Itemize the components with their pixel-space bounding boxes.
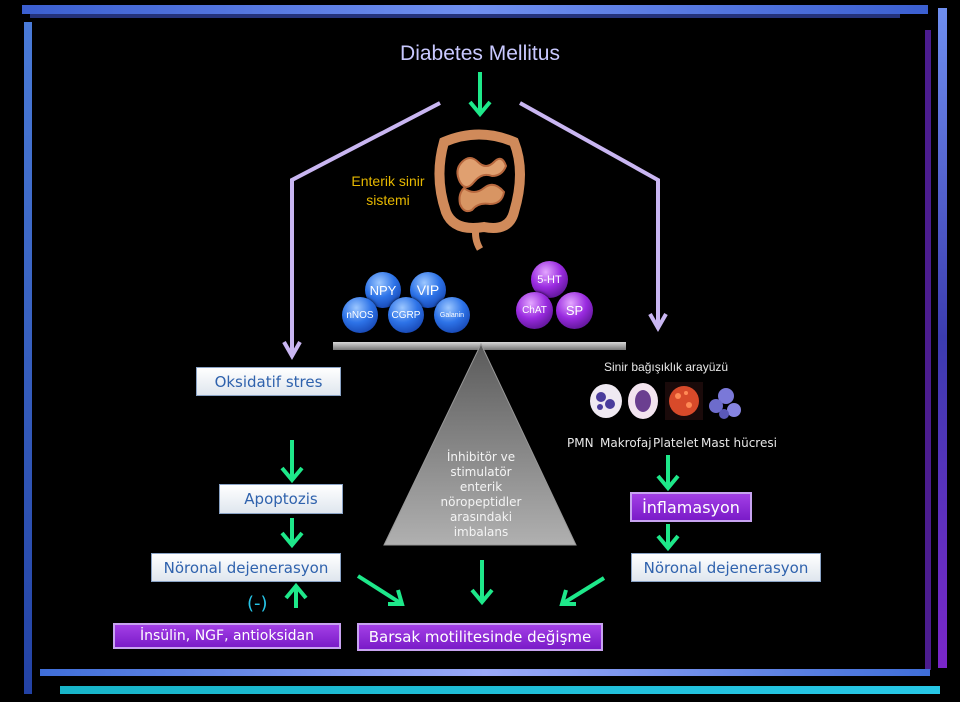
green-arrow-up (284, 582, 308, 608)
bubble-galanin-label: Galanin (439, 311, 465, 319)
bubble-chat: ChAT (516, 292, 553, 329)
connector-left (290, 101, 441, 356)
triangle-text: İnhibitör ve stimulatör enterik nöropept… (425, 450, 537, 540)
connector-left-head (282, 341, 302, 361)
green-arrow-inflam-degen (656, 524, 680, 552)
bubble-5ht-label: 5-HT (537, 273, 562, 286)
minus-label: (-) (247, 593, 268, 614)
triangle-text-line1: İnhibitör ve (446, 450, 516, 464)
bubble-cgrp-label: CGRP (391, 309, 421, 321)
cell-label-mast: Mast hücresi (701, 436, 777, 450)
triangle-text-line4: nöropeptidler (440, 495, 522, 509)
oxidative-stress-box: Oksidatif stres (196, 367, 341, 396)
frame-left-bar (24, 22, 32, 694)
frame-right-bar (938, 8, 947, 668)
bubble-sp-label: SP (565, 303, 584, 318)
green-arrow-diag-right (559, 576, 606, 606)
bubble-5ht: 5-HT (531, 261, 568, 298)
frame-bottom-bar (40, 669, 930, 676)
frame-bottom-bar-2 (60, 686, 940, 694)
frame-top-bar (22, 5, 928, 14)
apoptosis-box: Apoptozis (219, 484, 343, 514)
interface-label: Sinir bağışıklık arayüzü (604, 360, 729, 374)
green-arrow-ox-apop (280, 440, 304, 484)
page-title: Diabetes Mellitus (400, 42, 560, 65)
neuro-degen-left-box: Nöronal dejenerasyon (151, 553, 341, 582)
frame-top-bar-inner (30, 14, 900, 18)
enteric-label-line2: sistemi (366, 192, 410, 208)
green-arrow-center-down (470, 560, 494, 606)
neuro-degen-right-label: Nöronal dejenerasyon (643, 558, 809, 577)
bubble-nnos-label: nNOS (346, 309, 374, 321)
bubble-npy-label: NPY (369, 282, 397, 298)
intestine-illustration (414, 122, 544, 252)
neuro-degen-right-box: Nöronal dejenerasyon (631, 553, 821, 582)
balance-triangle (383, 342, 577, 546)
immune-cells-icon (590, 382, 741, 420)
green-arrow-top (468, 72, 492, 118)
triangle-text-line3: enterik (459, 480, 503, 494)
bubble-chat-label: ChAT (522, 305, 547, 316)
triangle-text-line6: imbalans (453, 525, 509, 539)
motility-box: Barsak motilitesinde değişme (357, 623, 603, 651)
oxidative-stress-label: Oksidatif stres (214, 372, 323, 391)
neuro-degen-left-label: Nöronal dejenerasyon (163, 558, 329, 577)
cell-label-pmn: PMN (567, 436, 594, 450)
intestine-icon (434, 129, 525, 251)
bubble-sp: SP (556, 292, 593, 329)
apoptosis-label: Apoptozis (244, 490, 318, 508)
green-arrow-apop-degen (280, 518, 304, 549)
immune-cells-image (588, 380, 748, 422)
bubble-galanin: Galanin (434, 297, 470, 333)
insulin-label: İnsülin, NGF, antioksidan (139, 628, 315, 644)
bubble-cgrp: CGRP (388, 297, 424, 333)
inflammation-label: İnflamasyon (642, 497, 740, 517)
enteric-label-line1: Enterik sinir (351, 173, 425, 189)
motility-label: Barsak motilitesinde değişme (368, 628, 592, 646)
inflammation-box: İnflamasyon (630, 492, 752, 522)
connector-right (519, 101, 660, 328)
bubble-nnos: nNOS (342, 297, 378, 333)
green-arrow-cells-inflam (656, 455, 680, 492)
triangle-text-line5: arasındaki (449, 510, 513, 524)
connector-right-head (648, 313, 668, 333)
cell-label-platelet: Platelet (653, 436, 699, 450)
frame-right-bar-inner (925, 30, 931, 670)
insulin-box: İnsülin, NGF, antioksidan (113, 623, 341, 649)
triangle-text-line2: stimulatör (450, 465, 512, 479)
enteric-label: Enterik sinir sistemi (336, 172, 440, 210)
bubble-vip-label: VIP (416, 282, 440, 298)
green-arrow-diag-left (356, 574, 405, 606)
cell-label-makrofaj: Makrofaj (600, 436, 652, 450)
